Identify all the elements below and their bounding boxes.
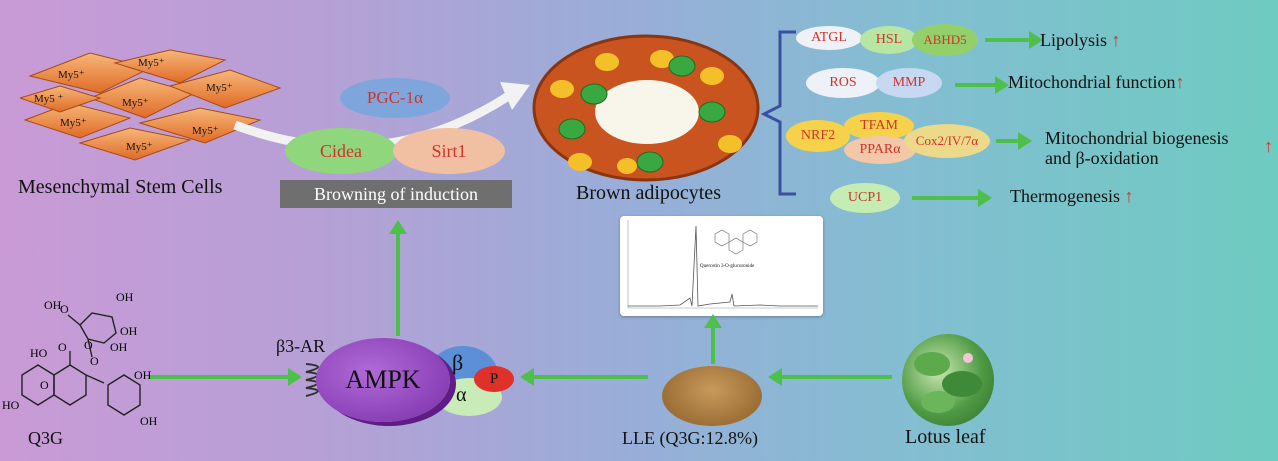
q3g-structure: O HO HO O OH OH OH O OH OH OH O O [2, 290, 158, 428]
q3g-to-ampk-arrow [150, 368, 302, 386]
sirt1-label: Sirt1 [431, 140, 467, 161]
abhd5-label: ABHD5 [923, 32, 967, 47]
stem-cell-shapes [18, 49, 282, 161]
nrf2-label: NRF2 [800, 128, 836, 143]
cell-label: My5⁺ [126, 141, 153, 153]
pgc1a-node: PGC-1α [340, 78, 450, 118]
ampk-node: AMPK [316, 338, 450, 422]
biogenesis-label-line1: Mitochondrial biogenesis [1045, 128, 1229, 148]
ros-label: ROS [829, 75, 857, 90]
phospho-label: P [489, 370, 499, 387]
q3g-label: Q3G [28, 428, 63, 448]
mito-function-label: Mitochondrial function↑ [1008, 72, 1184, 93]
ppara-label: PPARα [859, 142, 901, 157]
cidea-label: Cidea [320, 140, 362, 161]
lle-powder-image [662, 366, 762, 426]
atgl-node: ATGL [796, 26, 862, 50]
ampk-label: AMPK [345, 365, 421, 394]
q3g-atom: O [60, 302, 69, 316]
q3g-atom: OH [134, 368, 152, 382]
q3g-atom: OH [116, 290, 134, 304]
beta-label: β [452, 350, 464, 375]
lle-to-chromatogram-arrow [704, 314, 722, 364]
cidea-node: Cidea [285, 128, 397, 174]
pgc1a-label: PGC-1α [366, 88, 424, 107]
thermogenesis-text: Thermogenesis [1010, 186, 1120, 206]
lotus-label: Lotus leaf [905, 426, 986, 448]
receptor-label: β3-AR [276, 336, 326, 356]
cell-label: My5 ⁺ [34, 93, 64, 105]
thermogenesis-arrow [912, 189, 992, 207]
lipolysis-arrow [985, 31, 1043, 49]
phospho-node: P [474, 366, 514, 392]
mito-function-up-arrow: ↑ [1175, 72, 1185, 92]
q3g-atom: OH [140, 414, 158, 428]
cox-label: Cox2/IV/7α [915, 133, 979, 148]
hsl-label: HSL [875, 32, 903, 47]
thermogenesis-up-arrow: ↑ [1124, 186, 1134, 206]
brown-adipocyte-cell [532, 34, 760, 182]
lipolysis-label: Lipolysis ↑ [1040, 30, 1121, 51]
mmp-node: MMP [876, 68, 942, 98]
q3g-atom: OH [110, 340, 128, 354]
alpha-label: α [456, 384, 467, 406]
q3g-atom: O [58, 340, 67, 354]
biogenesis-label-line2: and β-oxidation [1045, 148, 1159, 168]
ucp1-label: UCP1 [847, 190, 883, 205]
chromatogram-compound: Quercetin 3-O-glucuronide [700, 264, 755, 269]
cell-label: My5⁺ [192, 125, 219, 137]
molecule-sketch [714, 229, 758, 255]
mito-function-arrow [955, 76, 1009, 94]
q3g-atom: O [40, 378, 49, 392]
effects-brace [760, 30, 796, 196]
tfam-label: TFAM [860, 118, 898, 133]
cell-label: My5⁺ [138, 57, 165, 69]
lotus-leaf-shapes [914, 352, 982, 413]
lotus-to-lle-arrow [768, 368, 892, 386]
cell-label: My5⁺ [206, 82, 233, 94]
lipolysis-up-arrow: ↑ [1111, 30, 1121, 50]
sirt1-node: Sirt1 [393, 128, 505, 174]
lle-label: LLE (Q3G:12.8%) [622, 428, 758, 448]
lipolysis-text: Lipolysis [1040, 30, 1108, 50]
stem-cell-cluster: My5⁺ My5⁺ My5⁺ My5⁺ My5⁺ My5 ⁺ My5⁺ My5⁺ [18, 48, 290, 168]
mito-function-text: Mitochondrial function [1008, 72, 1176, 92]
mmp-label: MMP [892, 75, 926, 90]
receptor-coil-icon [305, 363, 319, 397]
adipocyte-label: Brown adipocytes [576, 182, 721, 204]
q3g-atom: OH [120, 324, 138, 338]
cell-label: My5⁺ [58, 69, 85, 81]
q3g-atom: HO [30, 346, 48, 360]
atgl-label: ATGL [811, 30, 847, 45]
ros-node: ROS [806, 68, 880, 98]
browning-label: Browning of induction [314, 183, 478, 204]
biogenesis-arrow [996, 132, 1032, 150]
q3g-atom: OH [44, 298, 62, 312]
tfam-node: TFAM [844, 112, 914, 140]
biogenesis-up-arrow: ↑ [1264, 136, 1273, 156]
ucp1-node: UCP1 [830, 183, 900, 213]
browning-banner: Browning of induction [280, 180, 512, 208]
q3g-atom: O [84, 338, 93, 352]
chromatogram-plot [627, 220, 818, 309]
stem-cells-label: Mesenchymal Stem Cells [18, 176, 223, 198]
thermogenesis-label: Thermogenesis ↑ [1010, 186, 1133, 207]
nrf2-node: NRF2 [786, 120, 850, 152]
lotus-leaf-image [902, 334, 994, 426]
cell-label: My5⁺ [60, 117, 87, 129]
q3g-atom: HO [2, 398, 20, 412]
cell-label: My5⁺ [122, 97, 149, 109]
q3g-atom: O [90, 354, 99, 368]
abhd5-node: ABHD5 [912, 24, 978, 56]
hsl-node: HSL [860, 26, 918, 54]
ampk-to-browning-arrow [389, 220, 407, 336]
cox-node: Cox2/IV/7α [904, 124, 990, 158]
chromatogram-card: Quercetin 3-O-glucuronide [620, 216, 823, 316]
lle-to-ampk-arrow [520, 368, 648, 386]
